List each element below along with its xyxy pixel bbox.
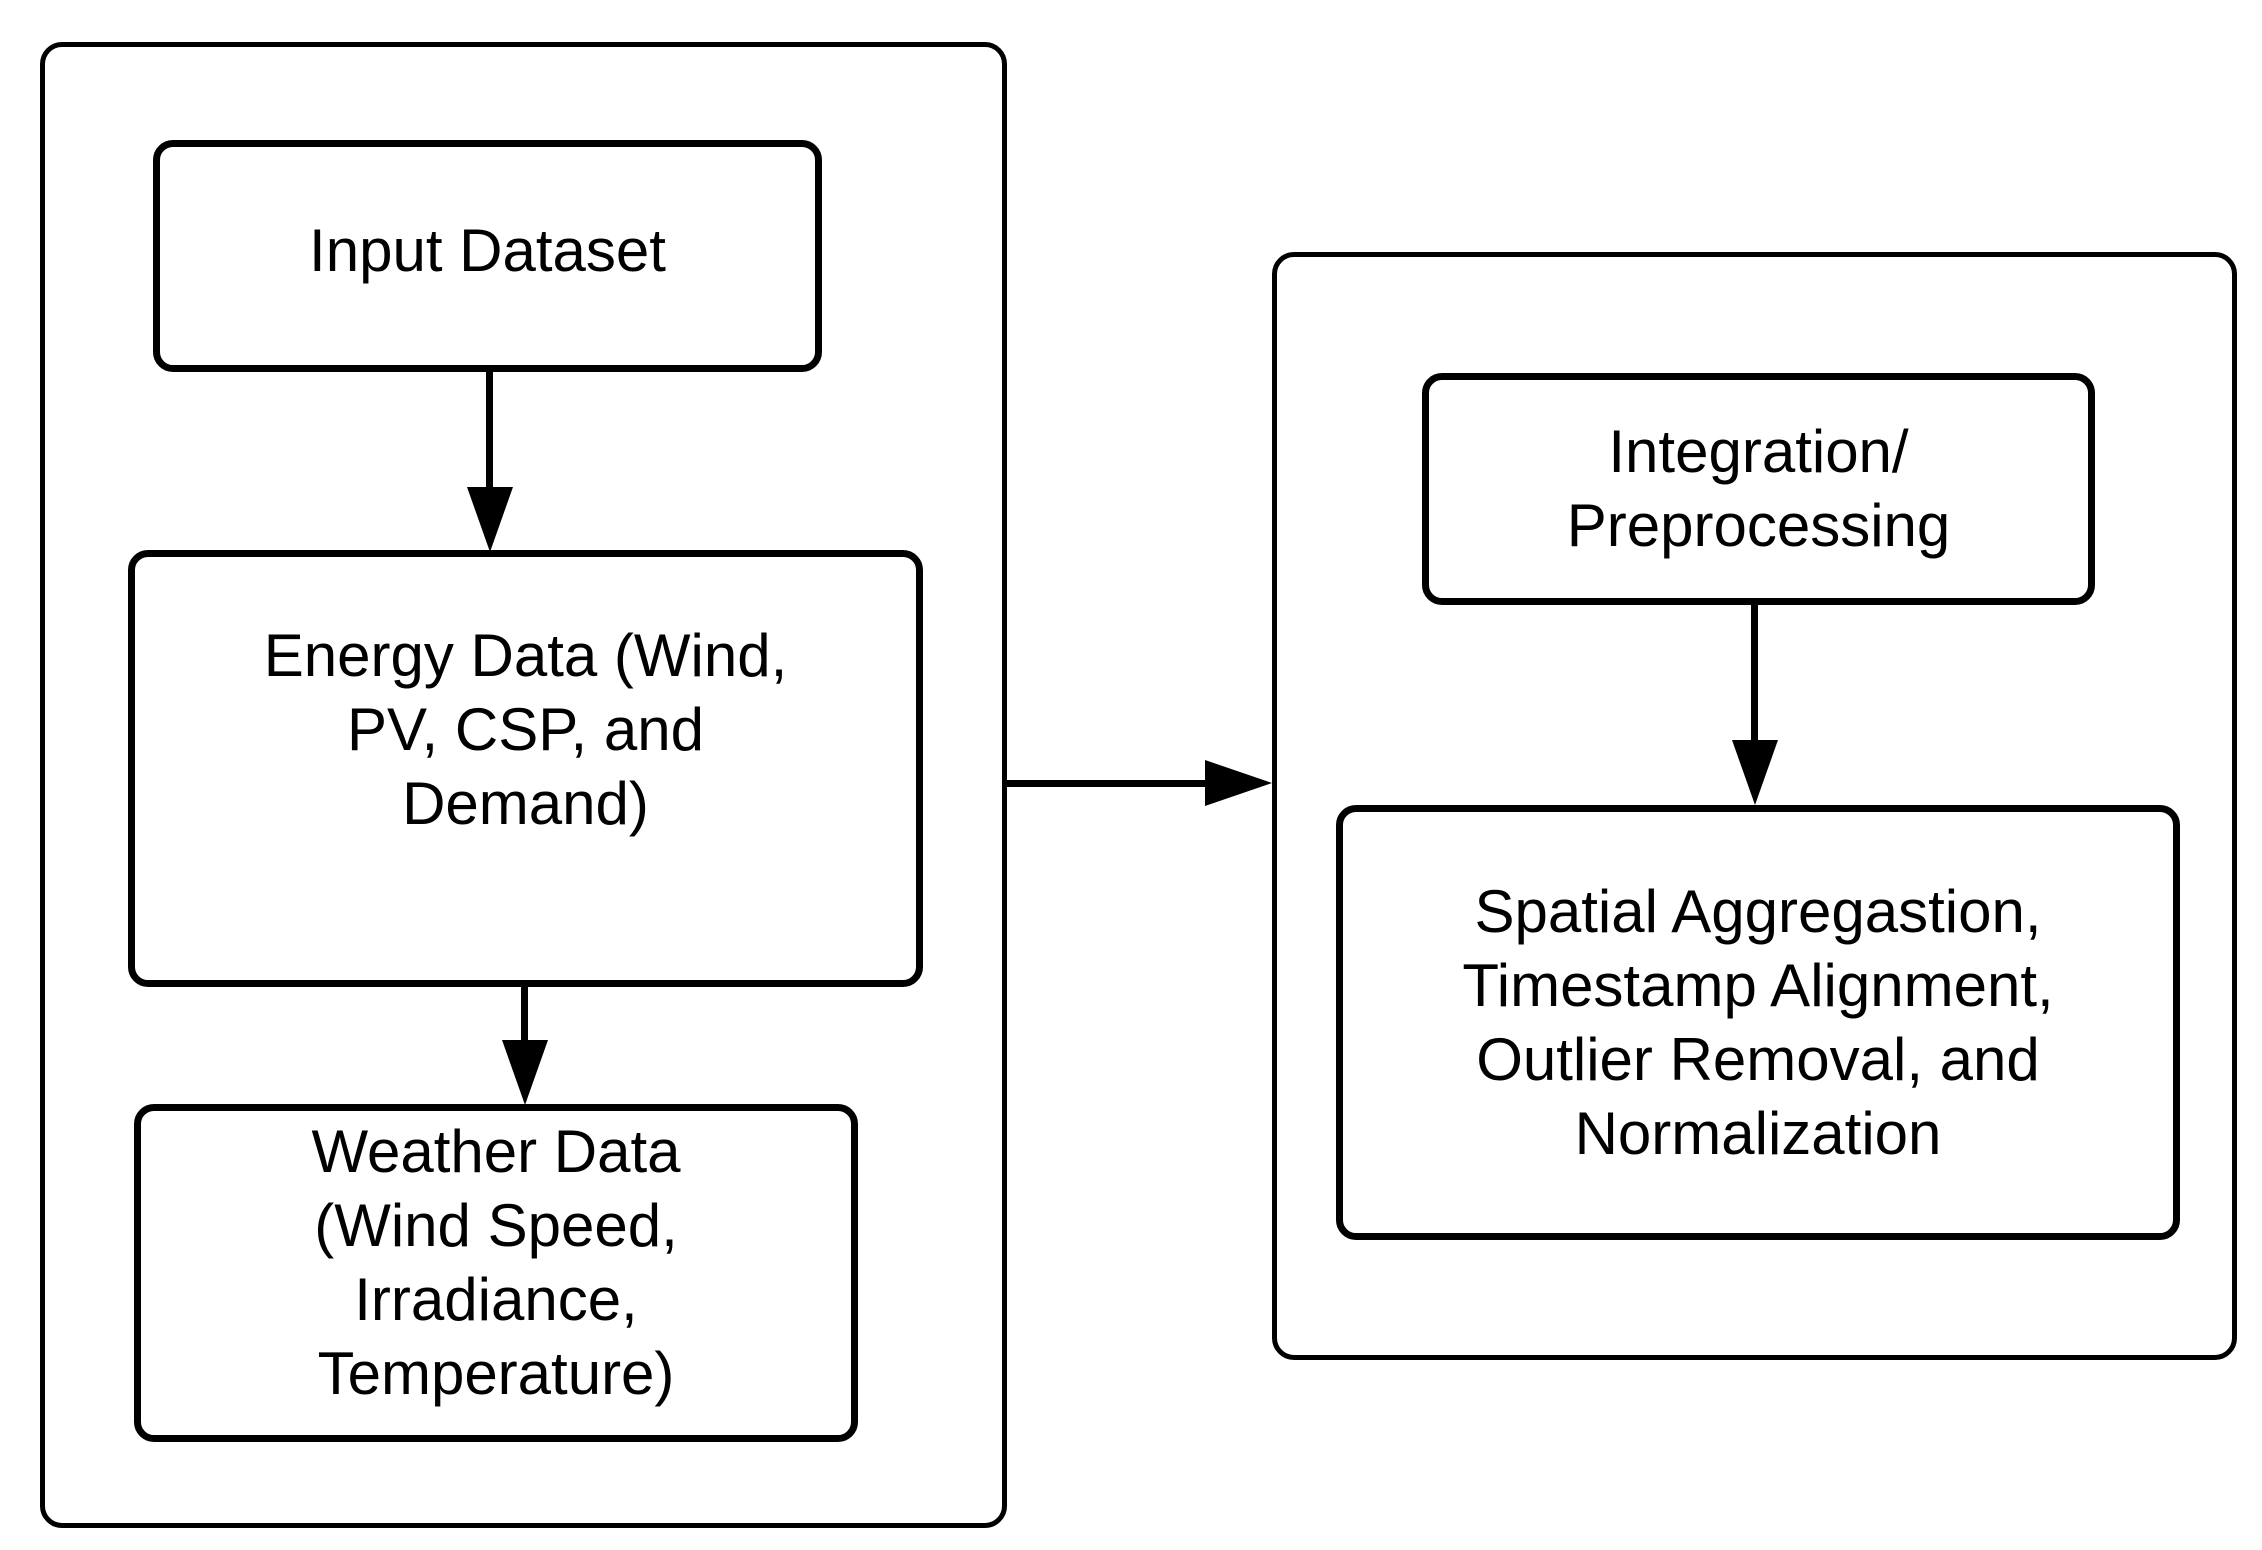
arrow-leftgroup-to-rightgroup-head-icon [1205,760,1272,806]
arrow-energy-to-weather-head-icon [502,1040,548,1105]
node-spatial-processing-label: Spatial Aggregastion, Timestamp Alignmen… [1462,877,2054,1167]
node-input-dataset: Input Dataset [153,140,822,372]
node-input-dataset-label: Input Dataset [309,217,666,284]
arrow-input-to-energy-line [486,372,493,492]
node-weather-data-label: Weather Data (Wind Speed, Irradiance, Te… [311,1118,681,1407]
arrow-integration-to-spatial-line [1751,605,1758,745]
arrow-input-to-energy-head-icon [467,487,513,552]
arrow-energy-to-weather-line [521,987,528,1045]
node-weather-data: Weather Data (Wind Speed, Irradiance, Te… [134,1104,858,1442]
node-integration-preprocessing-label: Integration/ Preprocessing [1566,418,1951,559]
node-spatial-processing: Spatial Aggregastion, Timestamp Alignmen… [1336,805,2180,1240]
arrow-leftgroup-to-rightgroup-line [1007,780,1209,787]
arrow-integration-to-spatial-head-icon [1732,740,1778,805]
node-energy-data-label: Energy Data (Wind, PV, CSP, and Demand) [263,622,788,837]
node-integration-preprocessing: Integration/ Preprocessing [1422,373,2095,605]
node-energy-data: Energy Data (Wind, PV, CSP, and Demand) [128,550,923,987]
